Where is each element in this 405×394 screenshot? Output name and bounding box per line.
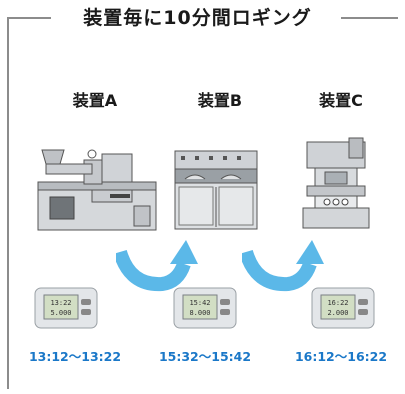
logger-b-display-top: 15:42	[189, 299, 210, 307]
data-logger-a: 13:22 5.000	[34, 287, 98, 329]
device-label-c: 装置C	[319, 91, 363, 110]
logger-c-display-bottom: 2.000	[327, 309, 348, 317]
logger-a-display-bottom: 5.000	[50, 309, 71, 317]
logger-c-display-top: 16:22	[327, 299, 348, 307]
arrow-b-to-c	[242, 240, 324, 292]
time-range-a: 13:12〜13:22	[28, 349, 122, 364]
frame-top-right-line	[341, 17, 398, 19]
time-range-b: 15:32〜15:42	[158, 349, 252, 364]
frame-left-line	[7, 17, 9, 389]
data-logger-c: 16:22 2.000	[311, 287, 375, 329]
time-range-c: 16:12〜16:22	[294, 349, 388, 364]
diagram-title: 装置毎に10分間ロギング	[83, 7, 312, 29]
arrow-a-to-b	[116, 240, 198, 292]
logger-a-display-top: 13:22	[50, 299, 71, 307]
machine-a-illustration	[37, 149, 157, 231]
machine-c-illustration	[302, 137, 370, 229]
device-label-b: 装置B	[197, 91, 243, 110]
logger-b-display-bottom: 8.000	[189, 309, 210, 317]
data-logger-b: 15:42 8.000	[173, 287, 237, 329]
machine-b-illustration	[174, 150, 258, 230]
frame-top-left-line	[7, 17, 51, 19]
device-label-a: 装置A	[72, 91, 118, 110]
